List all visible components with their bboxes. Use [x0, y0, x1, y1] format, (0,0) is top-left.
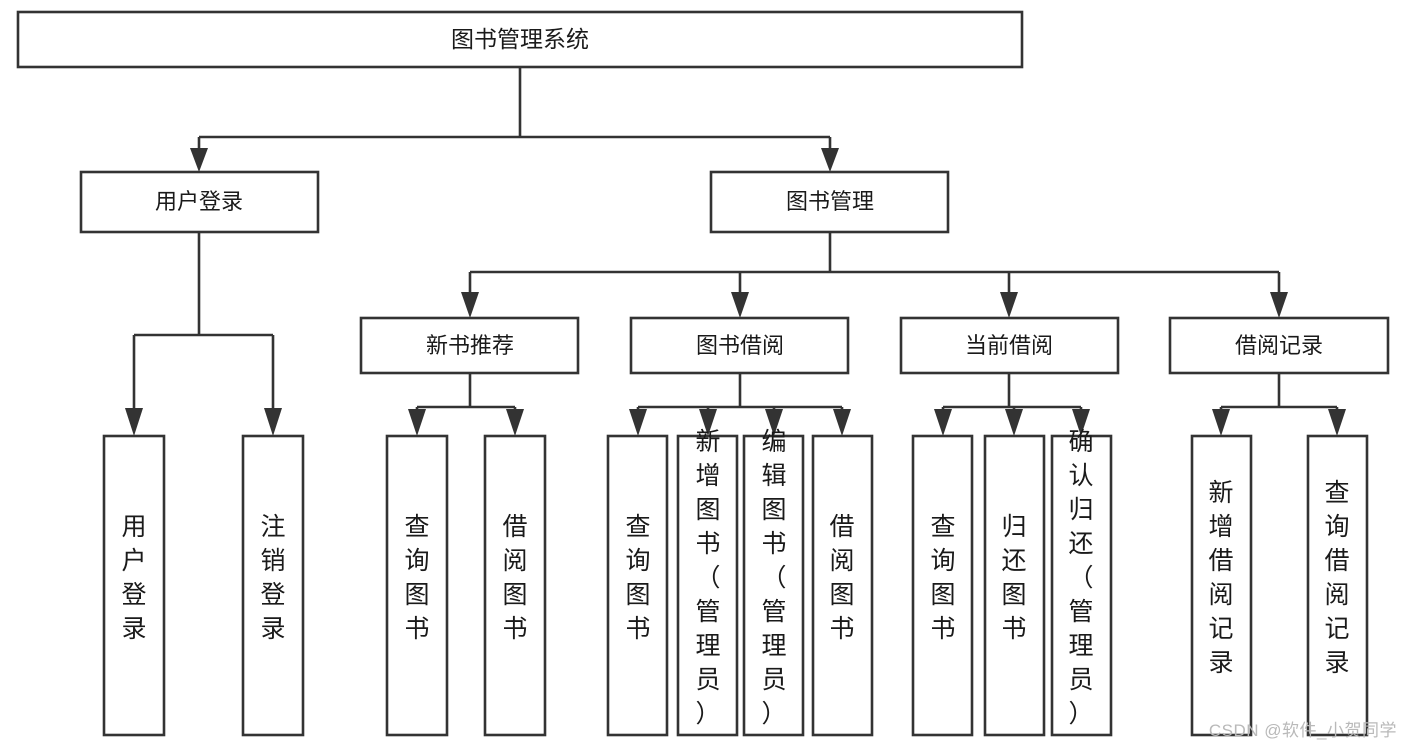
connector-group-user-login	[125, 232, 282, 436]
arrow-head-leaf-add-book	[699, 409, 717, 436]
node-leaf-query-book-borrow-label: 查询图书	[625, 513, 650, 643]
arrow-head-leaf-query-book-borrow	[629, 409, 647, 436]
connector-group-new-book-recommend	[408, 373, 524, 436]
node-leaf-borrow-book[interactable]: 借阅图书	[811, 434, 874, 737]
node-borrow-record[interactable]: 借阅记录	[1168, 316, 1390, 375]
node-leaf-query-record[interactable]: 查询借阅记录	[1306, 434, 1369, 737]
node-leaf-return-book-box[interactable]	[983, 434, 1046, 737]
node-leaf-borrow-book-new[interactable]: 借阅图书	[483, 434, 547, 737]
node-leaf-borrow-book-box[interactable]	[811, 434, 874, 737]
node-book-manage[interactable]: 图书管理	[709, 170, 950, 234]
node-book-borrow[interactable]: 图书借阅	[629, 316, 850, 375]
node-leaf-confirm-return[interactable]: 确认归还（管理员）	[1050, 428, 1113, 737]
node-book-borrow-label: 图书借阅	[696, 333, 784, 358]
node-leaf-add-record-label: 新增借阅记录	[1208, 479, 1233, 677]
node-leaf-user-login-label: 用户登录	[121, 513, 146, 643]
node-leaf-borrow-book-new-box[interactable]	[483, 434, 547, 737]
node-leaf-user-login[interactable]: 用户登录	[102, 434, 166, 737]
arrow-head-borrow-record	[1270, 292, 1288, 318]
arrow-head-new-book-recommend	[461, 292, 479, 318]
arrow-head-leaf-confirm-return	[1072, 409, 1090, 436]
node-leaf-confirm-return-box[interactable]	[1050, 434, 1113, 737]
node-leaf-borrow-book-label: 借阅图书	[829, 513, 854, 643]
node-leaf-user-login-box[interactable]	[102, 434, 166, 737]
node-leaf-query-book-new-box[interactable]	[385, 434, 449, 737]
node-leaf-logout-box[interactable]	[241, 434, 305, 737]
connector-group-book-borrow	[629, 373, 851, 436]
arrow-head-leaf-add-record	[1212, 409, 1230, 436]
node-book-manage-label: 图书管理	[786, 189, 874, 214]
node-leaf-query-book-current-box[interactable]	[911, 434, 974, 737]
node-leaf-query-book-borrow-box[interactable]	[606, 434, 669, 737]
arrow-head-leaf-borrow-book	[833, 409, 851, 436]
node-new-book-recommend-label: 新书推荐	[426, 333, 514, 358]
arrow-head-leaf-query-book-new	[408, 409, 426, 436]
node-leaf-add-record-box[interactable]	[1190, 434, 1253, 737]
node-root[interactable]: 图书管理系统	[16, 10, 1024, 69]
node-leaf-query-book-new-label: 查询图书	[404, 513, 429, 643]
node-leaf-edit-book-box[interactable]	[742, 434, 805, 737]
node-leaf-confirm-return-label: 确认归还（管理员）	[1068, 428, 1093, 728]
node-current-borrow-box[interactable]	[899, 316, 1120, 375]
node-leaf-add-book[interactable]: 新增图书（管理员）	[676, 428, 739, 737]
node-user-login[interactable]: 用户登录	[79, 170, 320, 234]
node-leaf-query-record-label: 查询借阅记录	[1324, 479, 1349, 677]
connector-group-current-borrow	[934, 373, 1090, 436]
arrow-head-leaf-query-book-current	[934, 409, 952, 436]
arrow-head-user-login	[190, 148, 208, 172]
node-leaf-return-book-label: 归还图书	[1001, 513, 1026, 643]
node-leaf-query-book-current-label: 查询图书	[930, 513, 955, 643]
node-leaf-logout[interactable]: 注销登录	[241, 434, 305, 737]
node-leaf-add-book-box[interactable]	[676, 434, 739, 737]
arrow-head-current-borrow	[1000, 292, 1018, 318]
node-book-borrow-box[interactable]	[629, 316, 850, 375]
connector-group-book-manage	[461, 232, 1288, 318]
node-leaf-query-book-current[interactable]: 查询图书	[911, 434, 974, 737]
node-current-borrow-label: 当前借阅	[965, 333, 1053, 358]
arrow-head-leaf-user-login	[125, 408, 143, 436]
node-book-manage-box[interactable]	[709, 170, 950, 234]
node-root-box[interactable]	[16, 10, 1024, 69]
node-borrow-record-label: 借阅记录	[1235, 333, 1323, 358]
arrow-head-book-borrow	[731, 292, 749, 318]
node-leaf-add-record[interactable]: 新增借阅记录	[1190, 434, 1253, 737]
node-leaf-edit-book-label: 编辑图书（管理员）	[761, 428, 786, 728]
node-leaf-return-book[interactable]: 归还图书	[983, 434, 1046, 737]
arrow-head-leaf-query-record	[1328, 409, 1346, 436]
arrow-head-book-manage	[821, 148, 839, 172]
connector-group-borrow-record	[1212, 373, 1346, 436]
node-leaf-query-record-box[interactable]	[1306, 434, 1369, 737]
node-leaf-add-book-label: 新增图书（管理员）	[695, 428, 720, 728]
arrow-head-leaf-logout	[264, 408, 282, 436]
node-new-book-recommend[interactable]: 新书推荐	[359, 316, 580, 375]
node-leaf-edit-book[interactable]: 编辑图书（管理员）	[742, 428, 805, 737]
node-borrow-record-box[interactable]	[1168, 316, 1390, 375]
node-root-label: 图书管理系统	[451, 26, 589, 52]
arrow-head-leaf-edit-book	[765, 409, 783, 436]
arrow-head-leaf-borrow-book-new	[506, 409, 524, 436]
arrow-head-leaf-return-book	[1005, 409, 1023, 436]
node-user-login-box[interactable]	[79, 170, 320, 234]
node-user-login-label: 用户登录	[155, 189, 243, 214]
node-leaf-borrow-book-new-label: 借阅图书	[502, 513, 527, 643]
connector-group-root	[190, 67, 839, 172]
node-leaf-query-book-borrow[interactable]: 查询图书	[606, 434, 669, 737]
node-current-borrow[interactable]: 当前借阅	[899, 316, 1120, 375]
node-leaf-logout-label: 注销登录	[260, 513, 285, 643]
node-new-book-recommend-box[interactable]	[359, 316, 580, 375]
node-leaf-query-book-new[interactable]: 查询图书	[385, 434, 449, 737]
